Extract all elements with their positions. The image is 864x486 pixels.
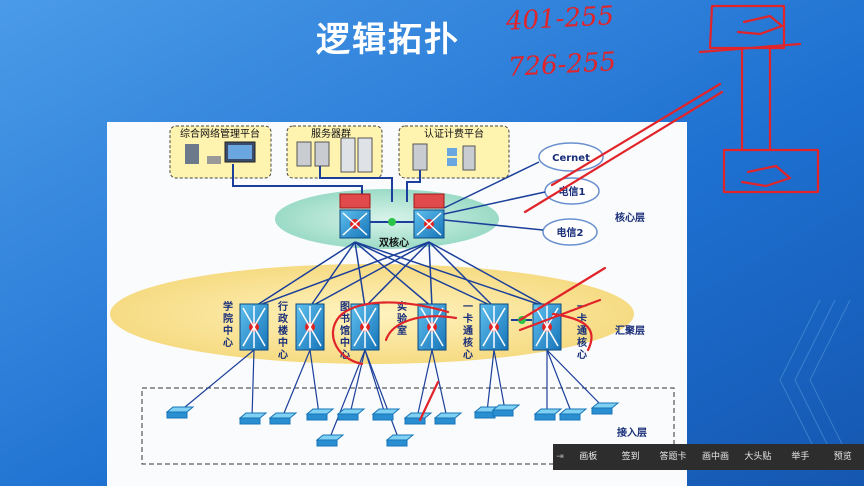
- annotation-text-1: 401-255: [505, 1, 615, 37]
- svg-text:认证计费平台: 认证计费平台: [424, 127, 484, 140]
- svg-text:电信2: 电信2: [557, 226, 584, 239]
- toolbar-handle-icon[interactable]: ⇥: [556, 452, 564, 462]
- telecom1-cloud: 电信1: [544, 177, 600, 205]
- access-zone: [141, 387, 675, 465]
- aggregation-node-label: 行政楼中心: [277, 300, 289, 361]
- access-switch: [268, 412, 298, 425]
- topology-diagram: 综合网络管理平台 服务器群 认证计费平台: [107, 122, 687, 486]
- aggregation-node-label: 学院中心: [223, 300, 233, 349]
- aggregation-node-label: 一卡通核心: [463, 302, 473, 361]
- svg-text:Cernet: Cernet: [552, 153, 590, 164]
- access-switch: [336, 408, 366, 421]
- telecom2-cloud: 电信2: [542, 218, 598, 246]
- aggregation-switch: [479, 303, 509, 351]
- access-switch: [533, 408, 563, 421]
- agg-interlink-icon: [518, 316, 526, 324]
- toolbar-pip[interactable]: 画中画: [701, 452, 729, 462]
- network-mgmt-box: 综合网络管理平台: [169, 125, 272, 179]
- aggregation-node-label: 图书馆中心: [340, 301, 350, 361]
- access-switch: [165, 406, 195, 419]
- aggregation-node-label: 一卡通核心: [577, 302, 587, 361]
- core-to-aggregation-links: [253, 241, 548, 308]
- core-label: 双核心: [379, 236, 409, 249]
- aggregation-switch: [239, 303, 269, 351]
- access-switches: [165, 402, 620, 447]
- svg-text:服务器群: 服务器群: [311, 127, 351, 140]
- access-switch: [433, 412, 463, 425]
- auth-billing-box: 认证计费平台: [398, 125, 510, 179]
- access-switch: [558, 408, 588, 421]
- access-switch: [590, 402, 620, 415]
- access-switch: [315, 434, 345, 447]
- access-switch: [238, 412, 268, 425]
- aggregation-switch: [350, 303, 380, 351]
- aggregation-switch: [417, 303, 447, 351]
- core-switch-left: [339, 193, 371, 239]
- aggregation-layer-label: 汇聚层: [615, 324, 645, 337]
- server-group-box: 服务器群: [286, 125, 383, 179]
- access-switch: [371, 408, 401, 421]
- toolbar-sticker[interactable]: 大头贴: [744, 452, 772, 462]
- toolbar-preview[interactable]: 预览: [833, 452, 852, 462]
- core-switch-right: [413, 193, 445, 239]
- cernet-cloud: Cernet: [538, 142, 604, 172]
- svg-text:综合网络管理平台: 综合网络管理平台: [180, 127, 260, 140]
- aggregation-switch: [532, 303, 562, 351]
- toolbar-answer-card[interactable]: 答题卡: [659, 452, 687, 462]
- access-switch: [491, 404, 521, 417]
- toolbar-raise-hand[interactable]: 举手: [791, 452, 810, 462]
- aggregation-switch: [295, 303, 325, 351]
- core-layer-label: 核心层: [615, 211, 645, 224]
- access-switch: [403, 412, 433, 425]
- svg-text:电信1: 电信1: [559, 185, 586, 198]
- toolbar-whiteboard[interactable]: 画板: [579, 452, 598, 462]
- core-interlink-icon: [388, 218, 396, 226]
- aggregation-node-label: 实验室: [397, 300, 408, 337]
- toolbar-signin[interactable]: 签到: [621, 452, 640, 462]
- annotation-text-2: 726-255: [507, 47, 617, 83]
- access-switch: [305, 408, 335, 421]
- presentation-toolbar: ⇥ 画板 签到 答题卡 画中画 大头贴 举手 预览: [553, 444, 864, 470]
- slide-title: 逻辑拓扑: [316, 20, 460, 60]
- access-switch: [385, 434, 415, 447]
- access-layer-label: 接入层: [617, 426, 647, 439]
